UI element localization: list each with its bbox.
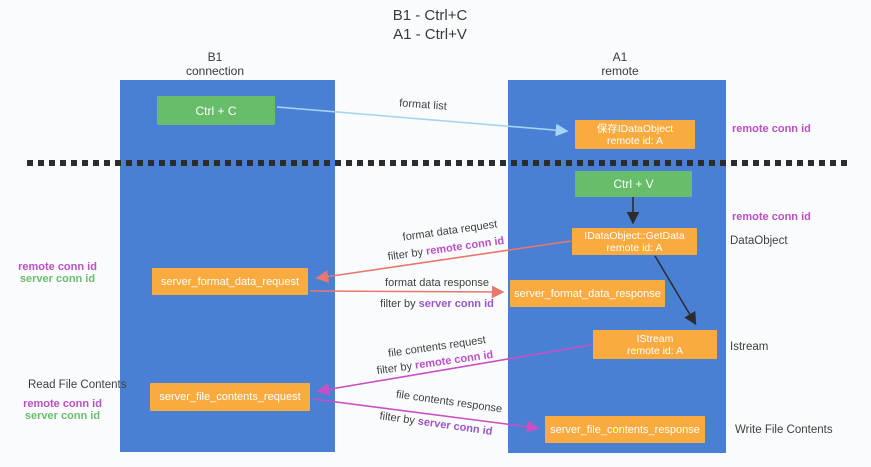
format-data-response-arrow — [309, 285, 505, 299]
right-remote-conn-id-mid-label: remote conn id — [732, 211, 811, 223]
left-remote-conn-id-bottom-label: remote conn id — [23, 398, 102, 410]
left-server-conn-id-top-label: server conn id — [19, 273, 96, 285]
filter-by-text: filter by — [387, 246, 424, 264]
server-file-contents-response-box: server_file_contents_response — [545, 416, 705, 443]
istream-line1: IStream — [636, 332, 674, 345]
left-server-conn-id-bottom-label: server conn id — [24, 410, 101, 422]
right-column-header: A1 remote — [570, 50, 670, 78]
server-conn-id-text: server conn id — [418, 298, 494, 310]
ctrl-v-label: Ctrl + V — [613, 177, 654, 191]
server-file-contents-request-box: server_file_contents_request — [150, 383, 310, 411]
right-column-name: A1 — [612, 50, 628, 64]
filter-by-text: filter by — [378, 410, 416, 427]
ctrl-c-box: Ctrl + C — [157, 96, 275, 125]
format-data-response-label: format data response — [385, 277, 489, 289]
idataobject-getdata-box: IDataObject::GetData remote id: A — [572, 228, 697, 255]
file-contents-response-label: file contents response — [395, 388, 503, 416]
write-file-contents-label: Write File Contents — [735, 424, 833, 436]
right-remote-conn-id-top-label: remote conn id — [732, 123, 811, 135]
ctrl-v-box: Ctrl + V — [575, 171, 692, 197]
format-list-label: format list — [398, 97, 448, 113]
title-line-1: B1 - Ctrl+C — [392, 7, 468, 24]
server-file-contents-response-label: server_file_contents_response — [550, 423, 700, 436]
save-idataobject-line1: 保存IDataObject — [596, 122, 674, 135]
file-contents-response-filter-label: filter by server conn id — [379, 410, 493, 438]
dataobject-label: DataObject — [730, 235, 788, 247]
istream-side-label: Istream — [730, 341, 769, 353]
server-format-data-response-box: server_format_data_response — [510, 280, 665, 307]
server-format-data-request-label: server_format_data_request — [160, 275, 300, 288]
diagram-title: B1 - Ctrl+C A1 - Ctrl+V — [330, 6, 530, 44]
left-remote-conn-id-top-label: remote conn id — [18, 261, 97, 273]
server-file-contents-request-label: server_file_contents_request — [159, 391, 301, 403]
save-idataobject-line2: remote id: A — [606, 134, 664, 147]
right-column-role: remote — [601, 64, 639, 78]
left-column-role: connection — [185, 64, 245, 78]
istream-box: IStream remote id: A — [593, 330, 717, 359]
format-data-response-filter-label: filter by server conn id — [380, 298, 494, 310]
filter-by-text: filter by — [380, 298, 416, 310]
server-format-data-response-label: server_format_data_response — [514, 287, 661, 300]
left-column-header: B1 connection — [165, 50, 265, 78]
save-idataobject-box: 保存IDataObject remote id: A — [575, 120, 695, 149]
left-conn-id-group-bottom: remote conn id server conn id — [15, 398, 110, 422]
read-file-contents-label: Read File Contents — [28, 379, 127, 391]
title-line-2: A1 - Ctrl+V — [393, 26, 467, 43]
left-column-name: B1 — [207, 50, 223, 64]
filter-by-text: filter by — [376, 360, 413, 378]
left-conn-id-group-top: remote conn id server conn id — [10, 261, 105, 285]
server-format-data-request-box: server_format_data_request — [152, 268, 308, 295]
getdata-line2: remote id: A — [606, 241, 663, 254]
istream-line2: remote id: A — [626, 344, 684, 357]
ctrl-c-label: Ctrl + C — [195, 103, 237, 118]
server-conn-id-text: server conn id — [417, 415, 494, 438]
getdata-line1: IDataObject::GetData — [584, 229, 685, 242]
